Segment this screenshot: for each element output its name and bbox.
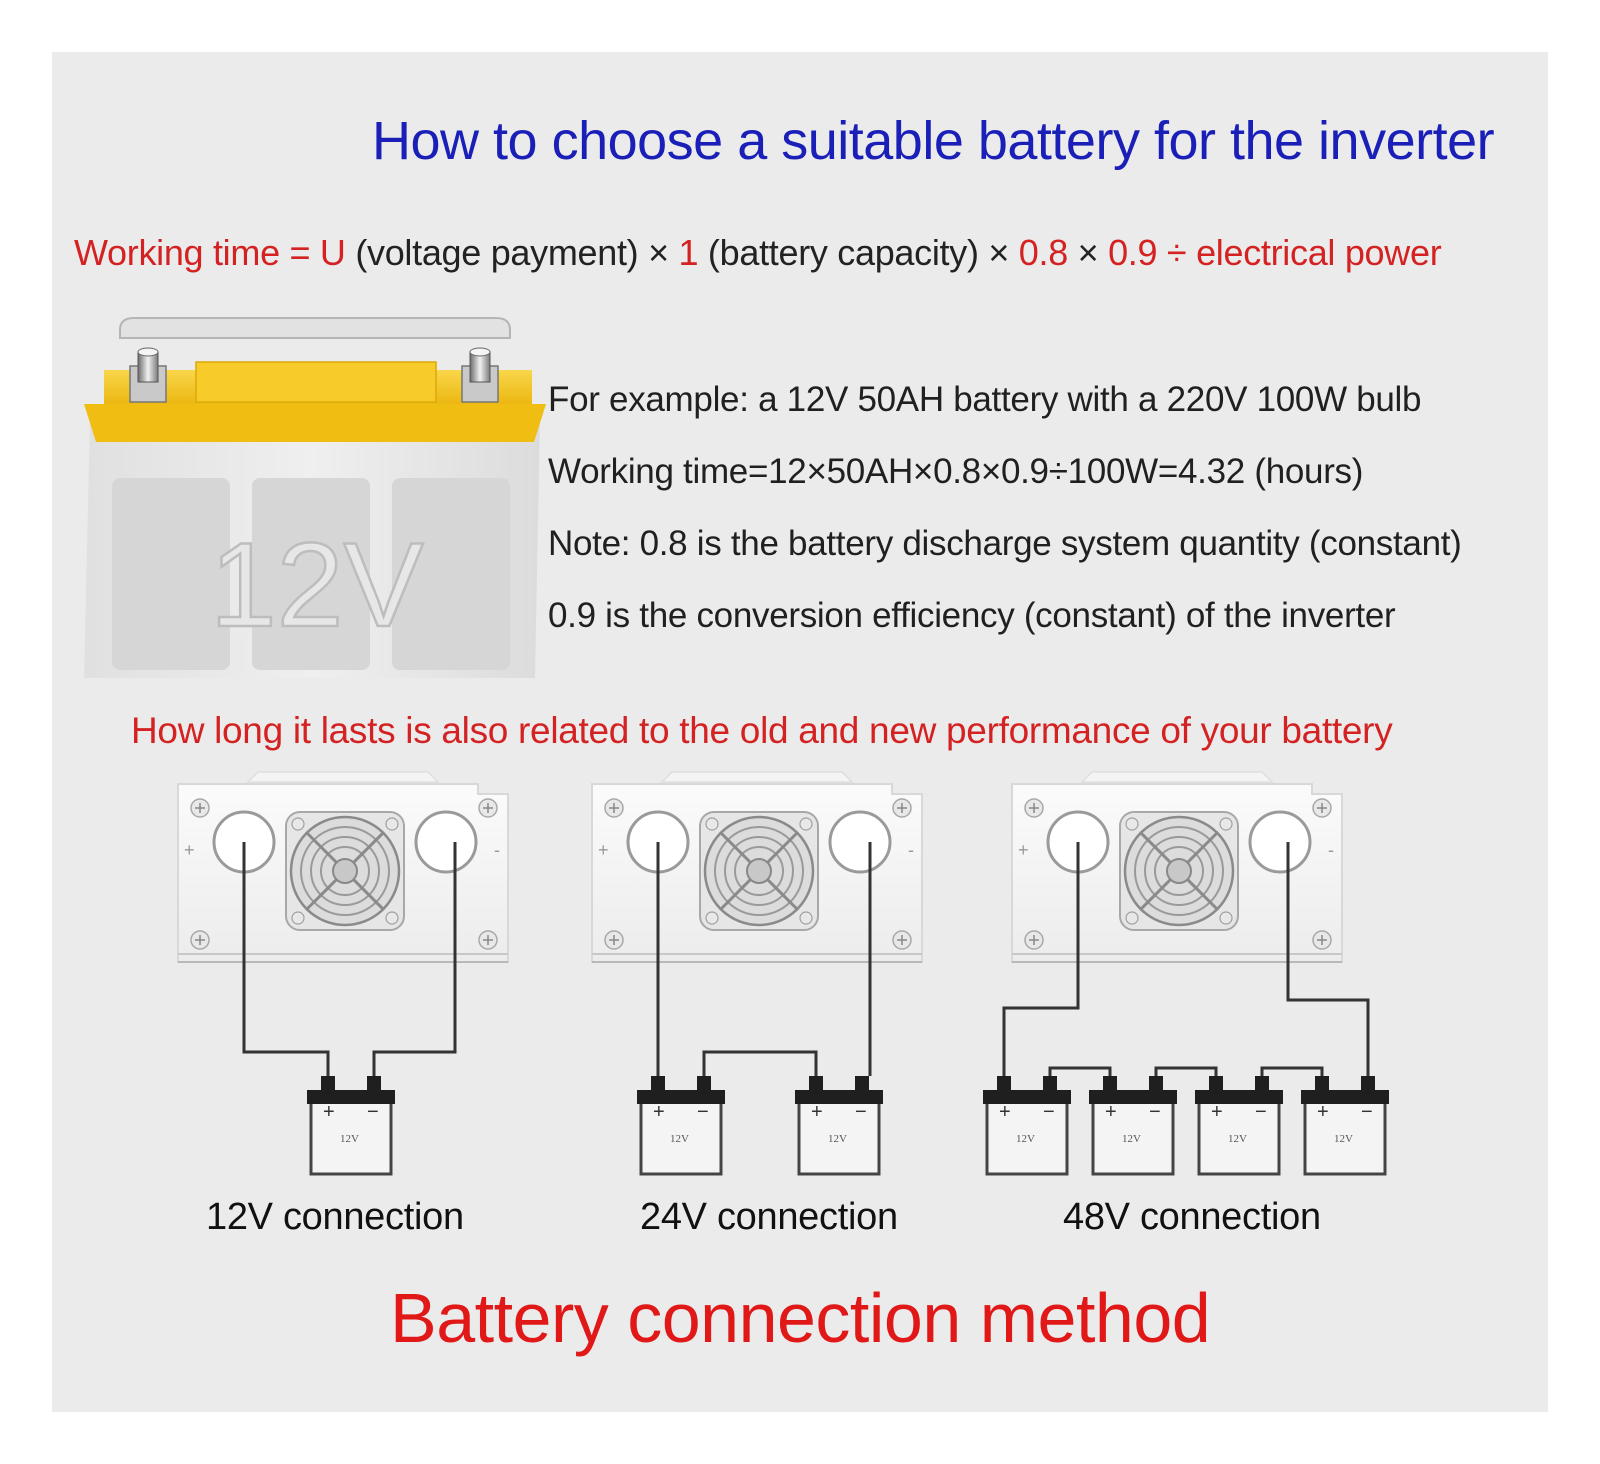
small-battery: + − 12V	[305, 1074, 397, 1176]
wiring	[242, 842, 1370, 1076]
small-battery-voltage: 12V	[670, 1133, 689, 1145]
small-battery: + − 12V	[793, 1074, 885, 1176]
small-battery-voltage: 12V	[1228, 1133, 1247, 1145]
small-battery-plus: +	[1211, 1101, 1223, 1123]
small-battery-minus: −	[367, 1101, 379, 1123]
small-battery-voltage: 12V	[1122, 1133, 1141, 1145]
inverter-24v: + -	[590, 770, 924, 964]
inverter-12v: + -	[176, 770, 510, 964]
small-battery-minus: −	[1043, 1101, 1055, 1123]
small-battery-plus: +	[1105, 1101, 1117, 1123]
small-battery-voltage: 12V	[1016, 1133, 1035, 1145]
inverter-12v-minus-sign: -	[494, 840, 500, 860]
caption-12v-connection: 12V connection	[206, 1196, 464, 1238]
small-battery-voltage: 12V	[1334, 1133, 1353, 1145]
small-battery: + − 12V	[1193, 1074, 1285, 1176]
small-battery-minus: −	[855, 1101, 867, 1123]
small-battery-plus: +	[323, 1101, 335, 1123]
small-battery: + − 12V	[981, 1074, 1073, 1176]
large-battery-illustration: 12V	[84, 317, 546, 678]
formula-part-1: Working time = U	[74, 232, 346, 273]
formula-part-4: (battery capacity) ×	[698, 232, 1019, 273]
formula-part-2: (voltage payment) ×	[345, 232, 679, 273]
battery-label: 12V	[210, 518, 424, 652]
battery-group-48v: + − 12V + − 12V + − 12V + − 12V	[981, 1074, 1391, 1176]
small-battery-plus: +	[1317, 1101, 1329, 1123]
small-battery-plus: +	[653, 1101, 665, 1123]
small-battery: + − 12V	[635, 1074, 727, 1176]
small-battery-plus: +	[999, 1101, 1011, 1123]
inverter-48v-plus-sign: +	[1018, 840, 1029, 860]
working-time-formula: Working time = U (voltage payment) × 1 (…	[74, 232, 1442, 274]
inverter-48v: + -	[1010, 770, 1344, 964]
example-line-4: 0.9 is the conversion efficiency (consta…	[548, 596, 1396, 635]
formula-part-6: ×	[1067, 232, 1109, 273]
inverter-48v-minus-sign: -	[1328, 840, 1334, 860]
formula-part-7: 0.9	[1108, 232, 1158, 273]
battery-group-12v: + − 12V	[305, 1074, 397, 1176]
page-title: How to choose a suitable battery for the…	[372, 111, 1495, 171]
formula-part-5: 0.8	[1018, 232, 1068, 273]
inverter-12v-plus-sign: +	[184, 840, 195, 860]
example-line-1: For example: a 12V 50AH battery with a 2…	[548, 380, 1422, 419]
footer-title: Battery connection method	[390, 1279, 1211, 1357]
formula-part-8: ÷ electrical power	[1157, 232, 1442, 273]
formula-part-3: 1	[678, 232, 699, 273]
small-battery-minus: −	[1255, 1101, 1267, 1123]
caption-24v-connection: 24V connection	[640, 1196, 898, 1238]
small-battery-voltage: 12V	[828, 1133, 847, 1145]
caption-48v-connection: 48V connection	[1063, 1196, 1321, 1238]
example-line-3: Note: 0.8 is the battery discharge syste…	[548, 524, 1462, 563]
small-battery-minus: −	[1149, 1101, 1161, 1123]
inverter-24v-plus-sign: +	[598, 840, 609, 860]
background-panel	[52, 52, 1548, 1412]
battery-group-24v: + − 12V + − 12V	[635, 1074, 885, 1176]
example-line-2: Working time=12×50AH×0.8×0.9÷100W=4.32 (…	[548, 452, 1364, 491]
small-battery: + − 12V	[1299, 1074, 1391, 1176]
small-battery: + − 12V	[1087, 1074, 1179, 1176]
inverter-24v-minus-sign: -	[908, 840, 914, 860]
small-battery-minus: −	[697, 1101, 709, 1123]
small-battery-plus: +	[811, 1101, 823, 1123]
small-battery-voltage: 12V	[340, 1133, 359, 1145]
small-battery-minus: −	[1361, 1101, 1373, 1123]
performance-note: How long it lasts is also related to the…	[131, 710, 1393, 751]
